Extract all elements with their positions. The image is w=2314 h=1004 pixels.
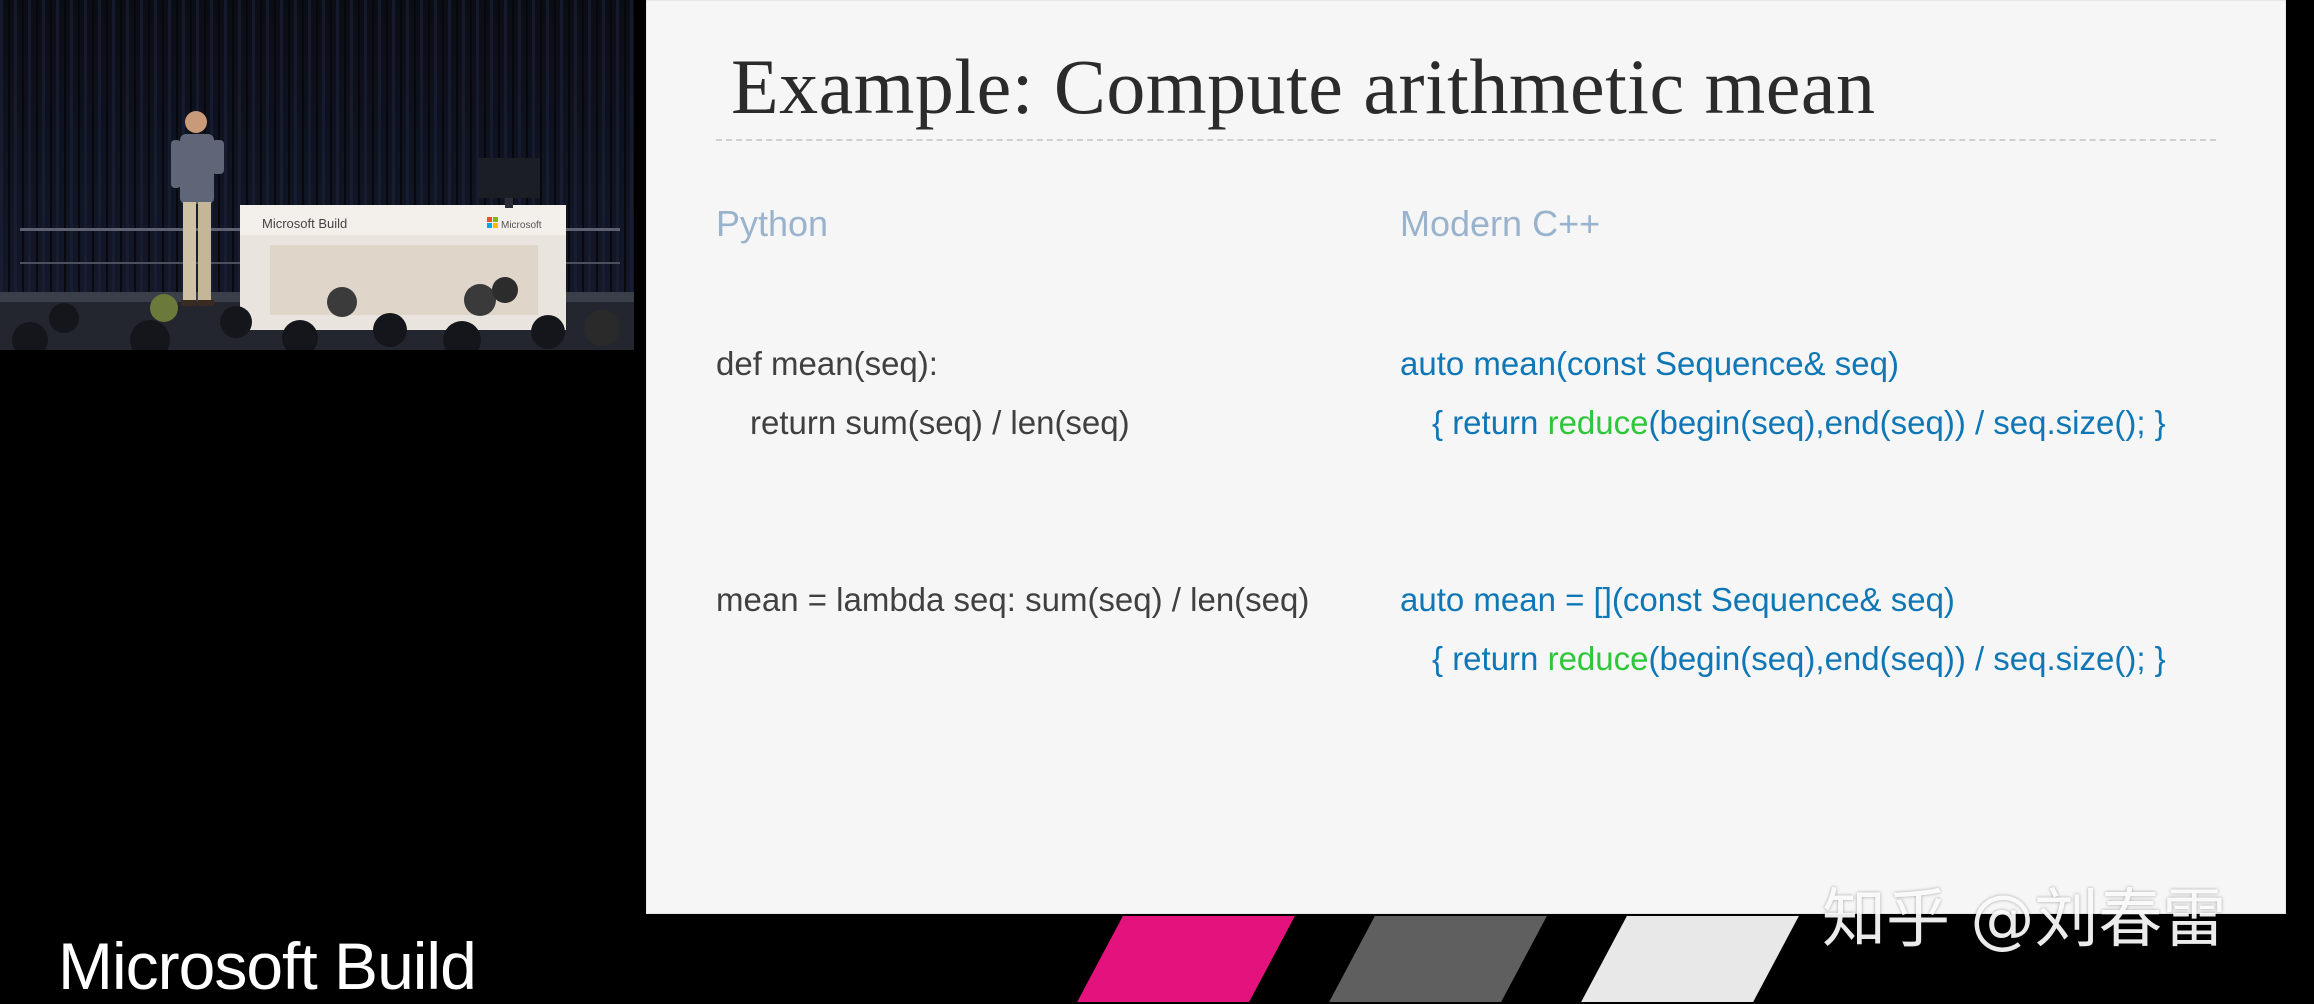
presentation-slide: Example: Compute arithmetic mean Python … <box>646 0 2286 914</box>
cpp-lambda-reduce-keyword: reduce <box>1547 640 1649 677</box>
cpp-heading: Modern C++ <box>1400 203 1601 244</box>
cpp-reduce-keyword: reduce <box>1547 404 1649 441</box>
title-divider <box>716 139 2216 141</box>
monitor <box>478 158 540 208</box>
cpp-lambda-body-rest: (begin(seq),end(seq)) / seq.size(); } <box>1648 640 2166 677</box>
lectern-brand: Microsoft <box>501 220 542 231</box>
python-heading: Python <box>716 203 829 244</box>
python-lambda-line: mean = lambda seq: sum(seq) / len(seq) <box>716 581 1310 618</box>
cpp-lambda-signature: auto mean = [](const Sequence& seq) <box>1400 581 1955 618</box>
cpp-function-body-open: { return <box>1432 404 1548 441</box>
speaker-figure <box>171 111 224 306</box>
audience <box>12 277 620 350</box>
brand-stripe-light <box>1581 916 1799 1002</box>
zhihu-watermark: 知乎 @刘春雷 <box>1822 883 2227 957</box>
python-return-line: return sum(seq) / len(seq) <box>750 404 1130 441</box>
python-def-line: def mean(seq): <box>716 345 938 382</box>
slide-title: Example: Compute arithmetic mean <box>731 43 1876 130</box>
brand-stripe-pink <box>1077 916 1295 1002</box>
cpp-lambda-body-open: { return <box>1432 640 1548 677</box>
cpp-function-signature: auto mean(const Sequence& seq) <box>1400 345 1899 382</box>
cpp-lambda-body: { return reduce(begin(seq),end(seq)) / s… <box>1432 640 2166 678</box>
speaker-video: Microsoft Build Microsoft <box>0 0 634 350</box>
stage-scene: Microsoft Build Microsoft <box>0 0 634 350</box>
cpp-function-body: { return reduce(begin(seq),end(seq)) / s… <box>1432 404 2166 442</box>
brand-stripe-grey <box>1329 916 1547 1002</box>
cpp-function-body-rest: (begin(seq),end(seq)) / seq.size(); } <box>1648 404 2166 441</box>
microsoft-build-logo: Microsoft Build <box>58 929 477 1003</box>
lectern: Microsoft Build Microsoft <box>240 205 566 330</box>
lectern-label: Microsoft Build <box>262 216 347 231</box>
